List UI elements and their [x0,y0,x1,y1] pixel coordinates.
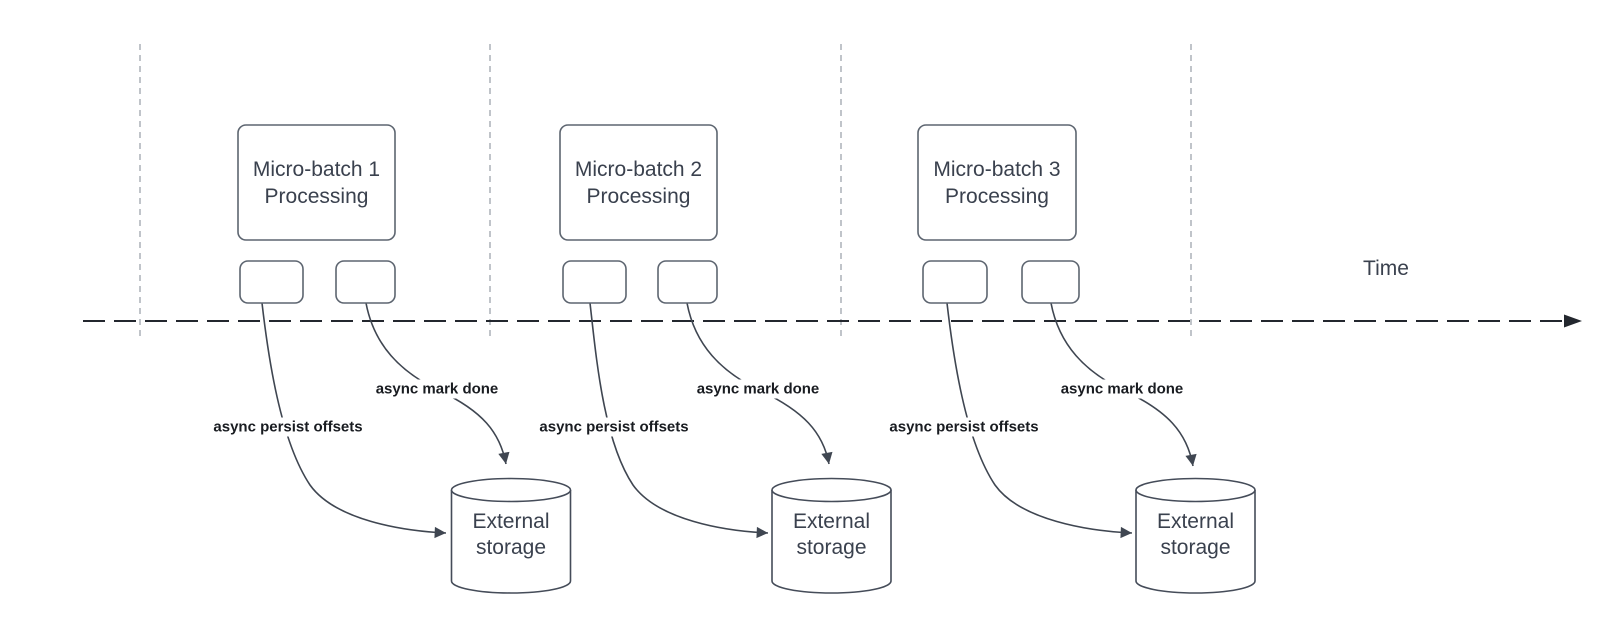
offset-task-box-2 [562,260,627,304]
external-storage-label-1-line2: storage [475,536,547,559]
external-storage-cylinder-top-2 [771,477,892,503]
external-storage-label-1: External storage [452,496,570,574]
offset-task-box-3 [922,260,988,304]
micro-batch-2-box [559,124,718,241]
micro-batch-1-title-line1: Micro-batch 1 [252,157,381,181]
external-storage-label-2-line2: storage [796,536,867,559]
micro-batch-1-group [237,124,572,594]
persist-offsets-label-1: async persist offsets [210,417,366,437]
external-storage-cylinder-2 [771,490,892,594]
external-storage-cylinder-1 [450,490,572,594]
micro-batch-1-title-line2: Processing [264,184,369,208]
micro-batch-1-box [237,124,396,241]
persist-offsets-arrow-2 [589,302,769,539]
external-storage-label-3: External storage [1136,496,1255,574]
mark-done-label-1: async mark done [372,379,502,399]
micro-batch-3-title: Micro-batch 3 Processing [918,125,1076,240]
time-axis-arrowhead-icon [1564,314,1582,328]
external-storage-cylinder-top-1 [450,477,572,503]
micro-batch-2-title: Micro-batch 2 Processing [560,125,717,240]
micro-batch-3-title-line1: Micro-batch 3 [933,157,1061,181]
external-storage-label-2: External storage [772,496,891,574]
micro-batch-3-box [917,124,1077,241]
persist-offsets-label-3: async persist offsets [886,417,1042,437]
done-task-box-1 [335,260,396,304]
micro-batch-3-group [917,124,1256,594]
external-storage-label-1-line1: External [472,510,550,533]
done-task-box-2 [657,260,718,304]
offset-task-box-1 [239,260,304,304]
mark-done-label-3: async mark done [1057,379,1187,399]
time-axis-label: Time [1363,257,1409,280]
external-storage-label-3-line1: External [1156,510,1235,533]
micro-batch-2-group [559,124,892,594]
external-storage-cylinder-top-3 [1135,477,1256,503]
external-storage-cylinder-3 [1135,490,1256,594]
mark-done-label-2: async mark done [693,379,823,399]
micro-batch-1-title: Micro-batch 1 Processing [238,125,395,240]
done-task-box-3 [1021,260,1080,304]
external-storage-label-2-line1: External [792,510,871,533]
persist-offsets-label-2: async persist offsets [536,417,692,437]
persist-offsets-arrow-3 [946,302,1133,539]
micro-batch-2-title-line2: Processing [586,184,691,208]
micro-batch-2-title-line1: Micro-batch 2 [574,157,703,181]
micro-batch-3-title-line2: Processing [945,184,1049,208]
external-storage-label-3-line2: storage [1160,536,1231,559]
persist-offsets-arrow-1 [261,302,447,539]
